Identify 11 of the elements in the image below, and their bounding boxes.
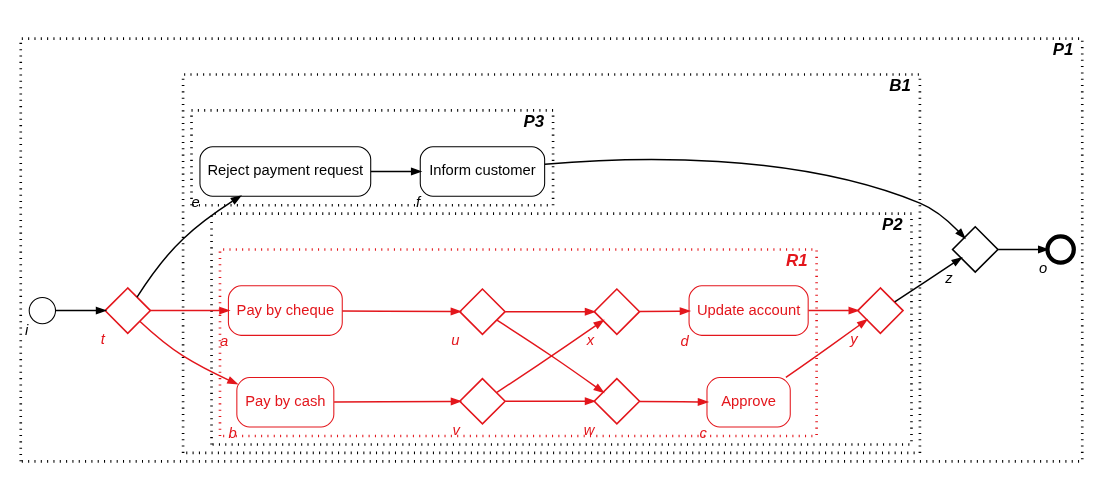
node-label: z xyxy=(945,269,953,286)
node-label: d xyxy=(680,332,689,349)
node-label: t xyxy=(100,330,105,347)
node-label: u xyxy=(451,331,460,348)
node-label: a xyxy=(219,332,229,349)
node-label: x xyxy=(586,331,595,348)
node-label: i xyxy=(24,321,29,338)
node-label: w xyxy=(583,421,595,438)
node-label: y xyxy=(850,330,858,347)
node-label: o xyxy=(1039,259,1048,276)
node-label: v xyxy=(452,421,460,438)
